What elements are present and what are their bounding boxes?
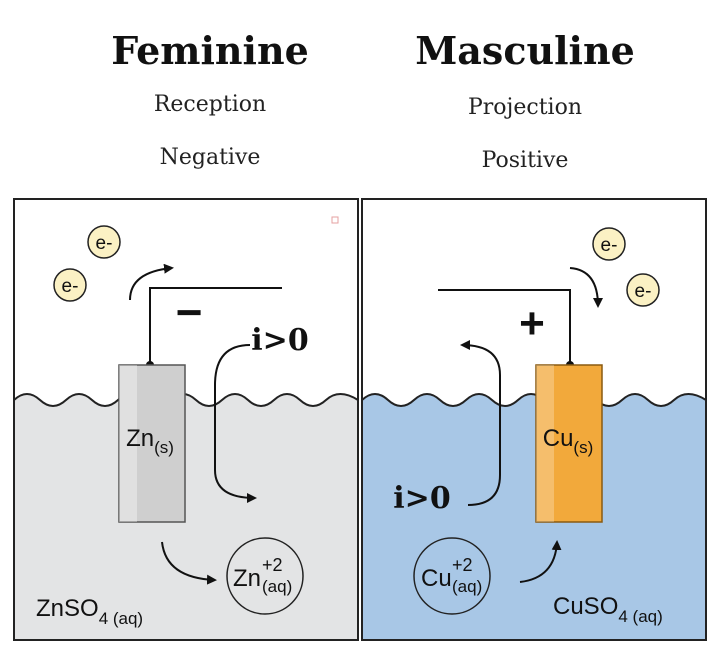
electron-icon: e- — [592, 227, 626, 261]
svg-text:e-: e- — [96, 233, 113, 254]
right-beaker: e- e- + i>0 Cu(s) Cu +2 (aq) CuSO4 (a — [361, 198, 707, 641]
svg-text:e-: e- — [601, 235, 618, 256]
copper-electrode — [535, 364, 603, 523]
left-solution — [13, 393, 359, 641]
ion-flow-arrow — [519, 540, 562, 583]
copper-ion-label: Cu — [421, 565, 452, 592]
zinc-ion-state: (aq) — [262, 577, 292, 596]
right-subtitle-projection: Projection — [467, 95, 583, 120]
electron-flow-arrow — [569, 267, 603, 308]
wire — [438, 289, 571, 365]
svg-text:e-: e- — [62, 276, 79, 297]
ion-flow-arrow — [161, 541, 217, 585]
zinc-ion-charge: +2 — [262, 555, 283, 575]
solution-label: ZnSO4 (aq) — [36, 595, 143, 628]
electron-flow-arrow — [129, 263, 174, 301]
svg-text:e-: e- — [635, 281, 652, 302]
wire — [149, 287, 282, 365]
negative-sign: − — [176, 286, 203, 338]
copper-ion-charge: +2 — [452, 555, 473, 575]
right-solution — [361, 393, 707, 641]
left-subtitle-reception: Reception — [153, 92, 267, 117]
copper-ion-circle — [413, 537, 491, 615]
electron-icon: e- — [87, 225, 121, 259]
small-square-mark — [331, 216, 339, 224]
electrode-label: Zn(s) — [126, 425, 174, 457]
current-label: i>0 — [251, 323, 308, 358]
left-beaker: e- e- − i>0 Zn(s) Zn +2 (aq) ZnSO4 (a — [13, 198, 359, 641]
electron-icon: e- — [626, 273, 660, 307]
positive-sign: + — [519, 299, 545, 348]
copper-ion-state: (aq) — [452, 577, 482, 596]
left-subtitle-negative: Negative — [159, 145, 261, 170]
current-label: i>0 — [393, 481, 450, 516]
right-title: Masculine — [415, 28, 635, 73]
zinc-ion-circle — [226, 537, 304, 615]
right-subtitle-positive: Positive — [481, 148, 569, 173]
current-arrow — [460, 340, 501, 506]
electrode-label: Cu(s) — [543, 425, 594, 457]
zinc-ion-label: Zn — [233, 565, 261, 592]
electron-icon: e- — [53, 268, 87, 302]
zinc-electrode — [118, 364, 186, 523]
current-arrow — [214, 344, 257, 503]
solution-label: CuSO4 (aq) — [553, 593, 663, 626]
left-title: Feminine — [111, 28, 309, 73]
